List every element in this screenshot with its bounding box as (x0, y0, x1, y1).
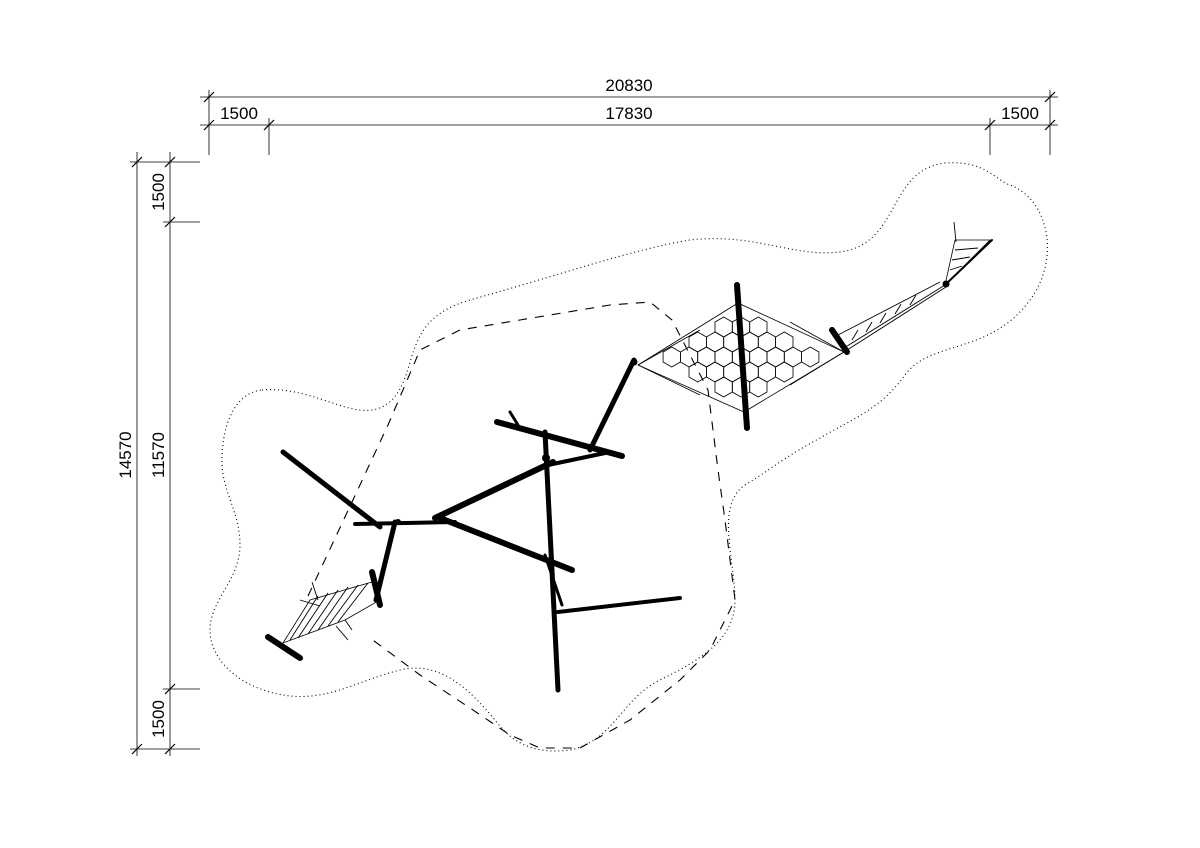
net-hex-cell (714, 346, 733, 368)
rope-anchor-icon (942, 280, 950, 288)
timber-logs (265, 282, 850, 693)
net-hex-cell (697, 346, 716, 368)
overall-width-label: 20830 (605, 76, 652, 95)
rope-ladder (282, 581, 381, 644)
net-hex-cell (766, 346, 785, 368)
log (587, 357, 637, 453)
log (829, 327, 850, 355)
log (494, 419, 625, 459)
net-hex-cell (714, 316, 733, 338)
net-hex-cell (775, 331, 794, 353)
log (543, 553, 564, 607)
net-hex-cell (775, 361, 794, 383)
horizontal-dimensions: 20830 1500 17830 1500 (200, 76, 1058, 155)
log (546, 450, 612, 467)
net-hex-cell (749, 346, 768, 368)
net-hex-cell (714, 376, 733, 398)
joint-icon (542, 454, 550, 462)
net-hex-cell (749, 376, 768, 398)
left-margin-label: 1500 (220, 104, 258, 123)
bottom-margin-label: 1500 (149, 700, 168, 738)
net-hex-cell (706, 331, 725, 353)
inner-height-label: 11570 (149, 432, 168, 478)
net-hex-cell (801, 346, 820, 368)
log (734, 282, 750, 431)
vertical-dimensions: 14570 1500 11570 1500 (116, 152, 200, 756)
right-margin-label: 1500 (1001, 104, 1039, 123)
rope-traverse (837, 221, 993, 353)
joint-icon (395, 519, 401, 525)
log (432, 459, 556, 521)
safety-zone-outline (209, 162, 1048, 752)
net-hex-cell (662, 346, 681, 368)
net-hex-cell (706, 361, 725, 383)
net-hex-cell (688, 361, 707, 383)
overall-height-label: 14570 (116, 431, 135, 478)
log (369, 569, 383, 608)
log (280, 449, 383, 530)
net-hex-cell (723, 361, 742, 383)
net-hex-cell (749, 316, 768, 338)
top-margin-label: 1500 (149, 173, 168, 211)
net-hex-cell (757, 361, 776, 383)
equipment-area-outline (307, 301, 736, 749)
log (353, 520, 457, 526)
log (265, 634, 303, 661)
log (373, 519, 398, 603)
net-hex-cell (757, 331, 776, 353)
log (508, 410, 520, 427)
log (556, 596, 682, 614)
inner-width-label: 17830 (605, 104, 652, 123)
log (542, 429, 561, 693)
joint-icon (630, 358, 638, 366)
net-hex-cell (783, 346, 802, 368)
